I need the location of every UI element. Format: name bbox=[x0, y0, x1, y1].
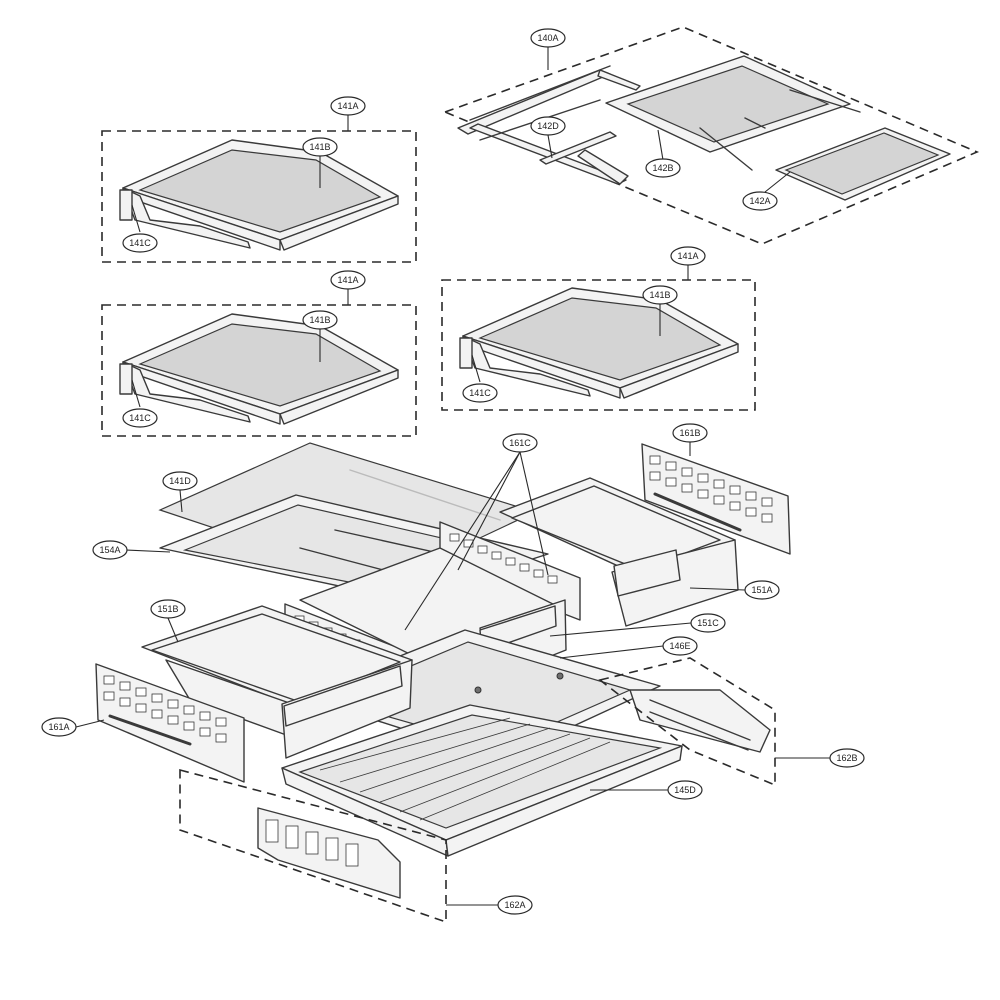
callout-151B: 151B bbox=[150, 599, 186, 619]
callout-text-141B-3: 141B bbox=[649, 290, 670, 300]
callout-145D: 145D bbox=[667, 780, 703, 800]
callout-text-146E: 146E bbox=[669, 641, 690, 651]
callout-text-151A: 151A bbox=[751, 585, 772, 595]
callout-141A-1: 141A bbox=[330, 96, 366, 116]
callout-text-151B: 151B bbox=[157, 604, 178, 614]
callout-146E: 146E bbox=[662, 636, 698, 656]
callout-151C: 151C bbox=[690, 613, 726, 633]
shelf-141B-1 bbox=[119, 139, 399, 251]
callout-text-141B-2: 141B bbox=[309, 315, 330, 325]
callout-text-154A: 154A bbox=[99, 545, 120, 555]
callout-161C: 161C bbox=[502, 433, 538, 453]
callout-text-140A: 140A bbox=[537, 33, 558, 43]
drawer-151A bbox=[499, 477, 739, 627]
group-140A bbox=[442, 26, 980, 245]
group-box-162A bbox=[179, 768, 447, 924]
callout-text-141B-1: 141B bbox=[309, 142, 330, 152]
shelf-frame-142B bbox=[605, 55, 861, 171]
bottom-tray-145D bbox=[281, 704, 683, 857]
callout-text-142A: 142A bbox=[749, 196, 770, 206]
callout-141A-3: 141A bbox=[670, 246, 706, 266]
callout-161A: 161A bbox=[41, 717, 77, 737]
shelf-141B-3 bbox=[459, 287, 739, 399]
drawer-151B bbox=[141, 605, 413, 759]
group-box-162B bbox=[598, 657, 776, 787]
drawer-guide-161A bbox=[95, 663, 245, 783]
callout-text-141C-3: 141C bbox=[469, 388, 491, 398]
callout-162A: 162A bbox=[497, 895, 533, 915]
callout-text-141A-2: 141A bbox=[337, 275, 358, 285]
callout-151A: 151A bbox=[744, 580, 780, 600]
callout-text-141C-2: 141C bbox=[129, 413, 151, 423]
callout-162B: 162B bbox=[829, 748, 865, 768]
shelf-141B-2 bbox=[119, 313, 399, 425]
callout-text-141C-1: 141C bbox=[129, 238, 151, 248]
group-box-141A-2 bbox=[101, 304, 417, 437]
callout-141D: 141D bbox=[162, 471, 198, 491]
callout-text-151C: 151C bbox=[697, 618, 719, 628]
callout-141C-3: 141C bbox=[462, 383, 498, 403]
leader-lines bbox=[75, 46, 830, 906]
group-box-141A-3 bbox=[441, 279, 756, 411]
callout-142D: 142D bbox=[530, 116, 566, 136]
group-box-141A-1 bbox=[101, 130, 417, 263]
callout-text-162A: 162A bbox=[504, 900, 525, 910]
callout-141C-2: 141C bbox=[122, 408, 158, 428]
drawer-guide-161B bbox=[641, 443, 791, 555]
callout-text-161A: 161A bbox=[48, 722, 69, 732]
callout-161B: 161B bbox=[672, 423, 708, 443]
callout-141C-1: 141C bbox=[122, 233, 158, 253]
callout-text-142D: 142D bbox=[537, 121, 559, 131]
callout-text-142B: 142B bbox=[652, 163, 673, 173]
callout-141A-2: 141A bbox=[330, 270, 366, 290]
callout-142B: 142B bbox=[645, 158, 681, 178]
callout-141B-2: 141B bbox=[302, 310, 338, 330]
callout-140A: 140A bbox=[530, 28, 566, 48]
callout-text-141D: 141D bbox=[169, 476, 191, 486]
rail-162B bbox=[598, 657, 776, 787]
callout-142A: 142A bbox=[742, 191, 778, 211]
callout-141B-1: 141B bbox=[302, 137, 338, 157]
callout-text-161C: 161C bbox=[509, 438, 531, 448]
callout-text-141A-1: 141A bbox=[337, 101, 358, 111]
callout-text-162B: 162B bbox=[836, 753, 857, 763]
glass-shelf-142A bbox=[775, 127, 951, 201]
callout-text-145D: 145D bbox=[674, 785, 696, 795]
group-141A-3 bbox=[441, 279, 756, 411]
callout-text-161B: 161B bbox=[679, 428, 700, 438]
bracket-162A bbox=[179, 768, 447, 924]
group-box-140A bbox=[442, 26, 980, 245]
callout-text-141A-3: 141A bbox=[677, 251, 698, 261]
callout-154A: 154A bbox=[92, 540, 128, 560]
callout-141B-3: 141B bbox=[642, 285, 678, 305]
